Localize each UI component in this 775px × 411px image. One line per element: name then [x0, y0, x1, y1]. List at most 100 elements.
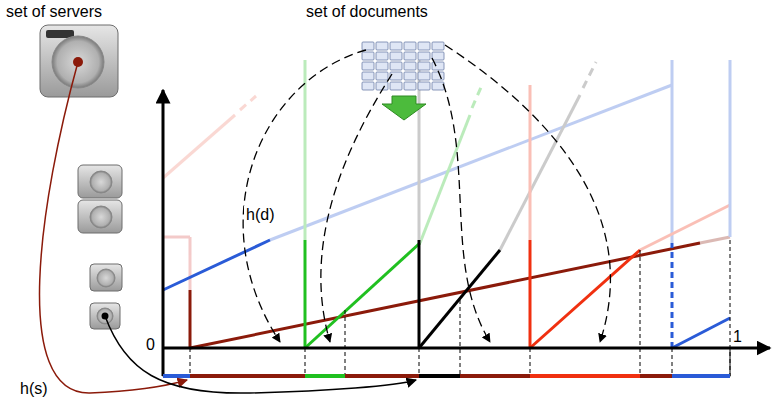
illustration-part	[390, 62, 402, 70]
illustration-part	[362, 72, 374, 80]
illustration-part	[640, 374, 672, 378]
illustration-part	[163, 240, 270, 290]
illustration-part	[190, 243, 700, 348]
illustration-part	[376, 52, 388, 60]
illustration-part	[530, 348, 531, 376]
illustration-part	[39, 62, 187, 393]
illustration-part	[163, 236, 190, 239]
illustration-part	[529, 240, 532, 348]
illustration-part	[583, 62, 596, 88]
illustration-part	[390, 42, 402, 50]
hash-label: h(d)	[244, 206, 276, 224]
illustration-part	[163, 347, 770, 350]
illustration-part	[672, 348, 673, 376]
illustration-part	[90, 171, 112, 193]
illustration-part	[729, 60, 732, 237]
illustration-part	[321, 74, 392, 342]
illustration-part	[105, 316, 416, 393]
illustration-part	[390, 72, 402, 80]
illustration-part	[432, 72, 444, 80]
document-hash-curves	[243, 45, 610, 342]
illustration-part	[362, 82, 374, 90]
illustration-part	[418, 82, 430, 90]
illustration-part	[418, 240, 421, 348]
illustration-part	[671, 60, 674, 243]
axis-tick: 0	[144, 336, 157, 354]
illustration-part	[432, 42, 444, 50]
assignment-strip	[163, 374, 730, 378]
illustration-part	[672, 318, 730, 348]
illustration-part	[40, 25, 118, 97]
document-icons	[362, 42, 444, 90]
illustration-part	[78, 165, 122, 198]
illustration-part	[418, 52, 430, 60]
illustration-part	[97, 269, 115, 287]
illustration-part	[640, 205, 730, 250]
illustration-part	[90, 206, 112, 228]
illustration-part	[362, 62, 374, 70]
hash-label: h(s)	[18, 380, 50, 398]
illustration-part	[376, 62, 388, 70]
illustration-part	[163, 115, 235, 178]
illustration-part	[190, 348, 191, 376]
illustration-part	[189, 237, 192, 290]
illustration-part	[460, 374, 530, 378]
illustration-part	[362, 52, 374, 60]
illustration-part	[376, 82, 388, 90]
illustration-part	[432, 58, 490, 342]
illustration-part	[46, 30, 74, 38]
illustration-part	[418, 42, 430, 50]
illustration-part	[404, 72, 416, 80]
illustration-part	[304, 240, 307, 348]
illustration-part	[404, 42, 416, 50]
illustration-part	[376, 42, 388, 50]
illustration-part	[445, 45, 610, 342]
hash-arrow	[382, 96, 426, 120]
illustration-part	[305, 243, 420, 348]
illustration-part	[672, 374, 730, 378]
server-hash-curves	[39, 62, 416, 393]
illustration-part	[419, 348, 420, 376]
illustration-part	[530, 374, 640, 378]
illustration-part	[420, 115, 470, 243]
illustration-part	[90, 264, 122, 291]
illustration-part	[418, 72, 430, 80]
illustration-part	[390, 82, 402, 90]
illustration-part	[700, 237, 730, 243]
illustration-part	[345, 310, 346, 376]
illustration-part	[163, 374, 190, 378]
illustration-part	[189, 290, 192, 348]
illustration-part	[305, 348, 306, 376]
illustration-part	[671, 243, 674, 348]
illustration-part	[640, 250, 641, 376]
axis-tick: 1	[731, 328, 744, 346]
illustration-part	[162, 90, 165, 376]
illustration-part	[390, 52, 402, 60]
illustration-part	[304, 60, 307, 240]
illustration-part	[472, 85, 482, 108]
illustration-part	[345, 374, 419, 378]
illustration-part	[243, 50, 366, 342]
illustration-part	[305, 374, 345, 378]
illustration-part	[190, 374, 305, 378]
illustration-part	[432, 62, 444, 70]
illustration-part	[418, 62, 430, 70]
documents-heading: set of documents	[304, 3, 430, 21]
illustration-part	[376, 72, 388, 80]
illustration-part	[270, 85, 672, 240]
servers-heading: set of servers	[4, 3, 104, 21]
illustration-part	[460, 300, 461, 376]
illustration-part	[419, 250, 500, 348]
hash-distance-lines	[163, 240, 730, 348]
illustration-part	[78, 200, 122, 233]
illustration-part	[530, 250, 640, 348]
illustration-part	[432, 82, 444, 90]
illustration-part	[404, 82, 416, 90]
illustration-part	[163, 348, 730, 376]
illustration-part	[240, 96, 256, 110]
boundary-dashes	[190, 240, 730, 376]
illustration-part	[362, 42, 374, 50]
